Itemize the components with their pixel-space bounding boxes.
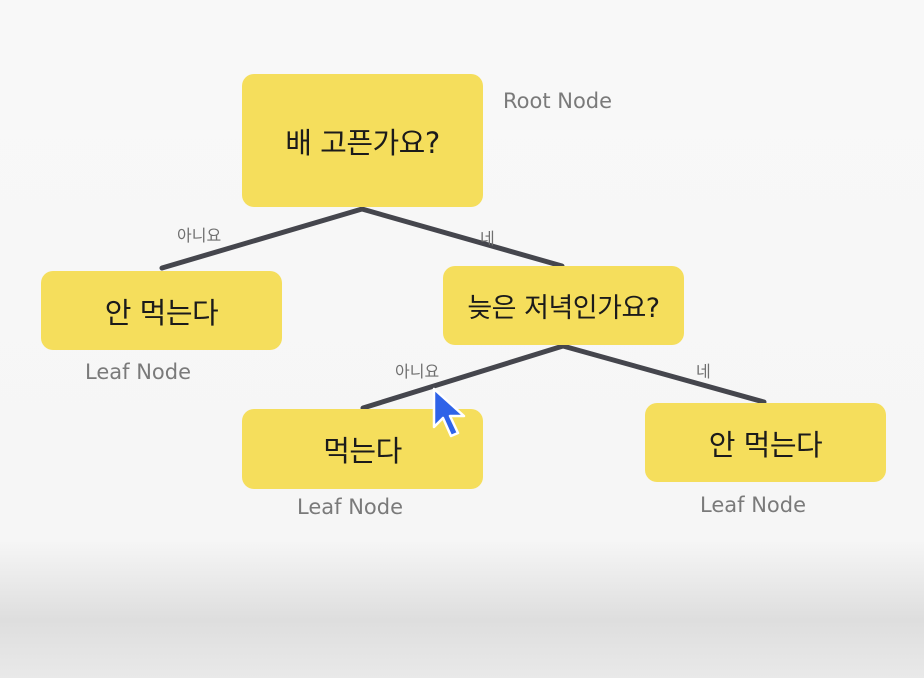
edge-label-decision-yes: 네 bbox=[696, 362, 711, 381]
edge-decision-no bbox=[360, 343, 566, 411]
leaf-node-no-eat-label: 안 먹는다 bbox=[708, 427, 823, 462]
leaf-node-no-hungry: 안 먹는다 bbox=[41, 271, 282, 350]
leaf-node-no-eat: 안 먹는다 bbox=[645, 403, 886, 482]
leaf-node-eat-tag: Leaf Node bbox=[297, 495, 403, 519]
leaf-node-no-hungry-label: 안 먹는다 bbox=[104, 295, 219, 330]
edge-root-yes bbox=[359, 206, 565, 269]
leaf-node-no-hungry-tag: Leaf Node bbox=[85, 360, 191, 384]
mouse-pointer-icon bbox=[432, 387, 466, 438]
root-node-label: 배 고픈가요? bbox=[285, 125, 440, 160]
edge-root-no bbox=[159, 206, 365, 271]
root-node: 배 고픈가요? bbox=[242, 74, 483, 207]
edge-label-root-yes: 네 bbox=[480, 229, 495, 248]
edge-label-root-no: 아니요 bbox=[177, 226, 222, 245]
edge-decision-yes bbox=[560, 343, 767, 405]
decision-node: 늦은 저녁인가요? bbox=[443, 266, 684, 345]
leaf-node-eat-label: 먹는다 bbox=[323, 434, 402, 468]
edge-label-decision-no: 아니요 bbox=[395, 362, 440, 381]
decision-node-label: 늦은 저녁인가요? bbox=[467, 293, 660, 324]
leaf-node-no-eat-tag: Leaf Node bbox=[700, 493, 806, 517]
leaf-node-eat: 먹는다 bbox=[242, 409, 483, 489]
root-node-tag: Root Node bbox=[503, 89, 613, 113]
